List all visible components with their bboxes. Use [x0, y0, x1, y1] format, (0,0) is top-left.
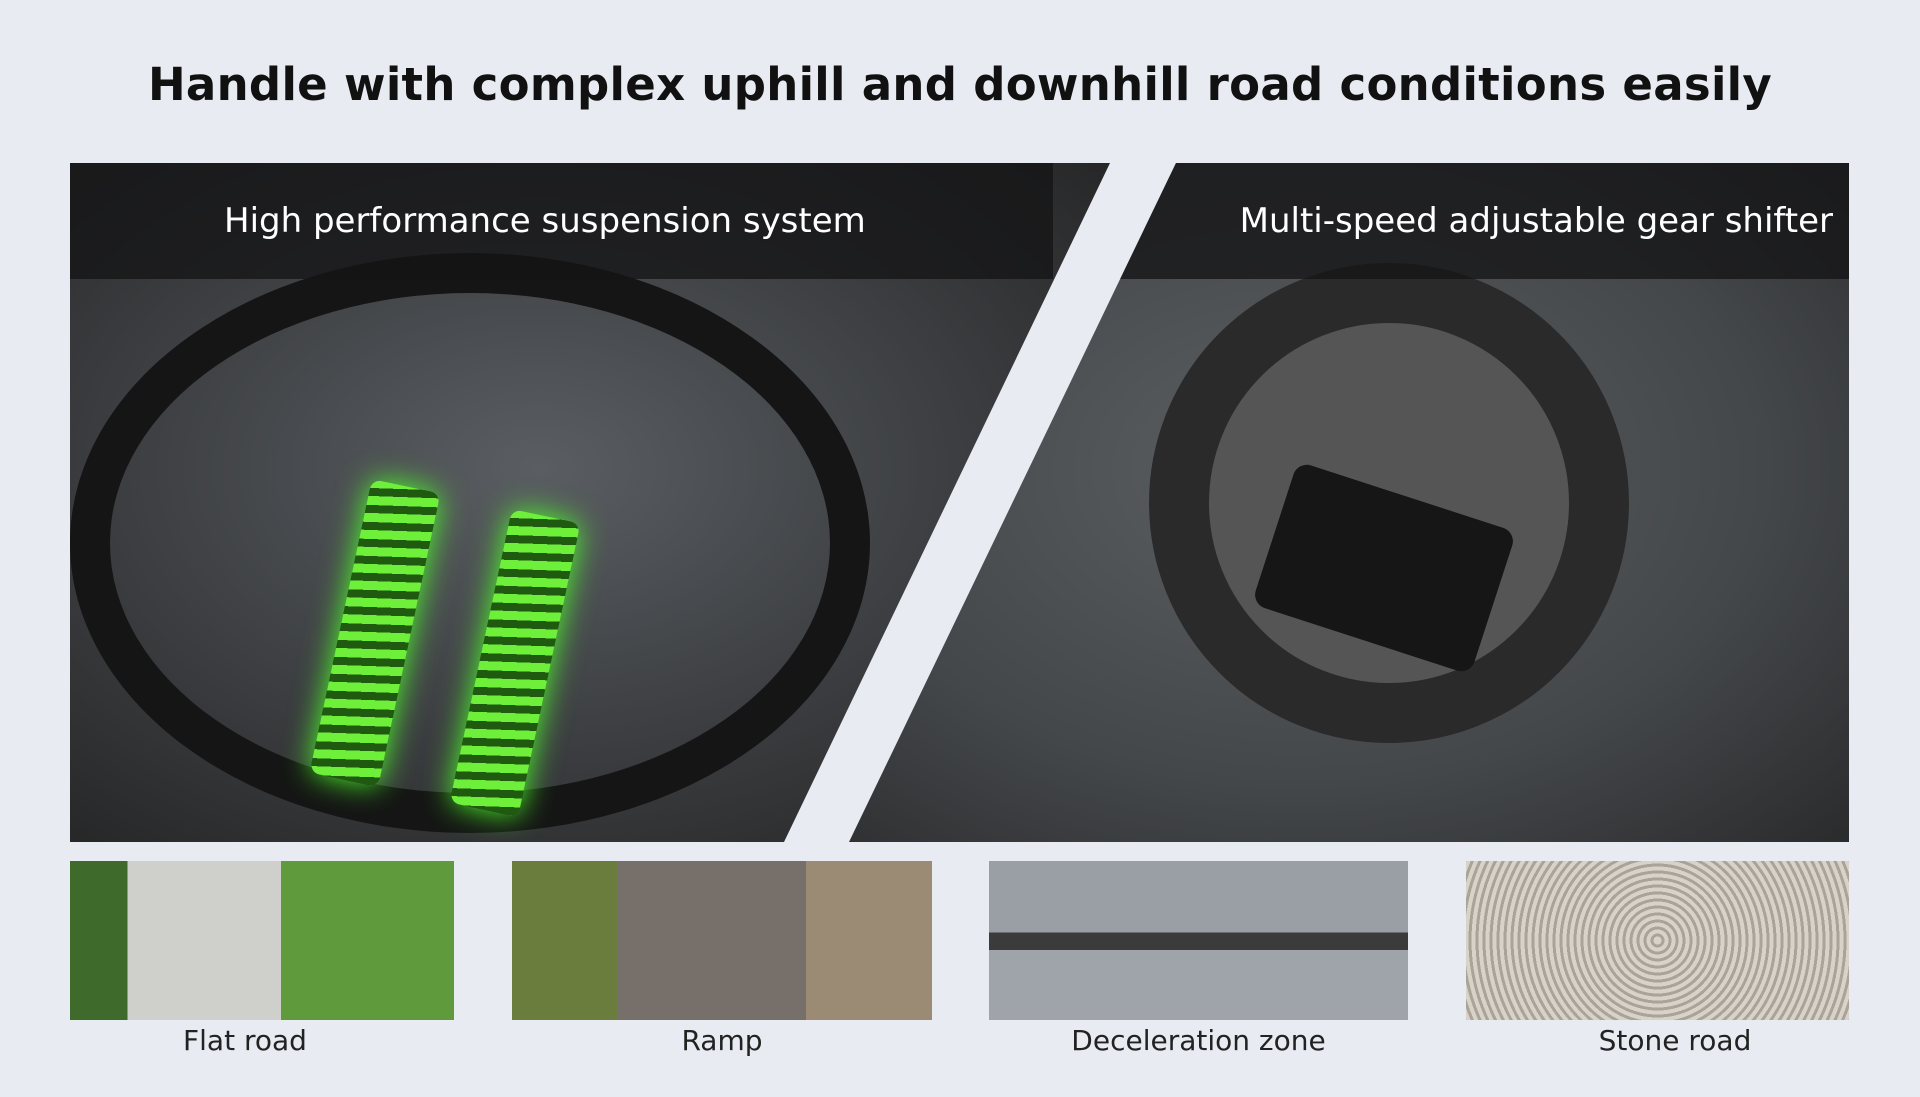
ramp-image: [512, 861, 932, 1020]
stone-road-image: [1466, 861, 1849, 1020]
flat-road-label: Flat road: [183, 1024, 307, 1057]
flat-road-image: [70, 861, 454, 1020]
gear-shifter-image: Multi-speed adjustable gear shifter: [849, 163, 1849, 842]
ramp-label: Ramp: [681, 1024, 763, 1057]
deceleration-zone-image: [989, 861, 1408, 1020]
stone-road-label: Stone road: [1598, 1024, 1752, 1057]
page-title: Handle with complex uphill and downhill …: [147, 58, 1773, 111]
suspension-caption: High performance suspension system: [70, 163, 1053, 279]
suspension-image: High performance suspension system: [70, 163, 1110, 842]
deceleration-zone-label: Deceleration zone: [1071, 1024, 1326, 1057]
